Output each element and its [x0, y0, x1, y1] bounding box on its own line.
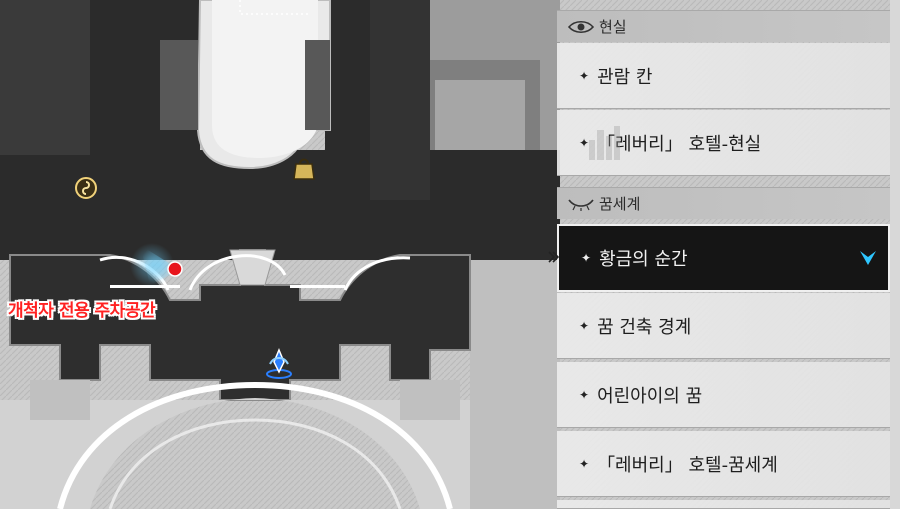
star-bullet-icon: ✦ — [579, 387, 590, 402]
location-item-label: 꿈 건축 경계 — [597, 316, 692, 338]
location-item-golden-hour[interactable]: ✦ 황금의 순간 — [557, 224, 890, 292]
star-bullet-icon: ✦ — [581, 251, 592, 265]
selection-arrow-icon — [548, 251, 560, 267]
closed-eye-icon — [567, 196, 595, 212]
location-item-label: 어린아이의 꿈 — [597, 385, 703, 407]
location-item-label: 「레버리」 호텔-꿈세계 — [597, 454, 778, 476]
location-item-label: 「레버리」 호텔-현실 — [597, 133, 762, 155]
skyline-icon — [589, 126, 620, 160]
location-item-reverie-hotel-reality[interactable]: ✦ 「레버리」 호텔-현실 — [557, 110, 890, 176]
chevron-down-icon — [858, 248, 878, 273]
location-item-partial[interactable] — [557, 500, 890, 509]
synthesis-icon[interactable] — [74, 176, 98, 200]
section-header-label: 꿈세계 — [599, 195, 641, 213]
scrollbar-track[interactable] — [890, 0, 900, 509]
location-item-label: 관람 칸 — [597, 66, 653, 88]
map-area-label: 개척자 전용 주차공간 — [8, 301, 156, 321]
location-item-label: 황금의 순간 — [599, 249, 688, 270]
shop-bag-icon[interactable] — [292, 155, 316, 181]
location-item-dream-edge[interactable]: ✦ 꿈 건축 경계 — [557, 293, 890, 359]
eye-icon — [567, 19, 595, 35]
star-bullet-icon: ✦ — [579, 135, 590, 150]
space-anchor-icon[interactable] — [264, 348, 294, 380]
location-item-reverie-hotel-dreamscape[interactable]: ✦ 「레버리」 호텔-꿈세계 — [557, 431, 890, 497]
star-bullet-icon: ✦ — [579, 68, 590, 83]
section-header-label: 현실 — [599, 18, 627, 36]
star-bullet-icon: ✦ — [579, 318, 590, 333]
location-list-panel: 현실 ✦ 관람 칸 ✦ 「레버리」 호텔-현실 꿈세계 ✦ 황금의 순간 — [557, 0, 890, 509]
location-item-childs-dream[interactable]: ✦ 어린아이의 꿈 — [557, 362, 890, 428]
location-item-viewing-car[interactable]: ✦ 관람 칸 — [557, 43, 890, 109]
location-marker-icon[interactable] — [167, 261, 183, 277]
section-header-reality: 현실 — [557, 10, 890, 42]
star-bullet-icon: ✦ — [579, 456, 590, 471]
section-header-dreamscape: 꿈세계 — [557, 187, 890, 219]
